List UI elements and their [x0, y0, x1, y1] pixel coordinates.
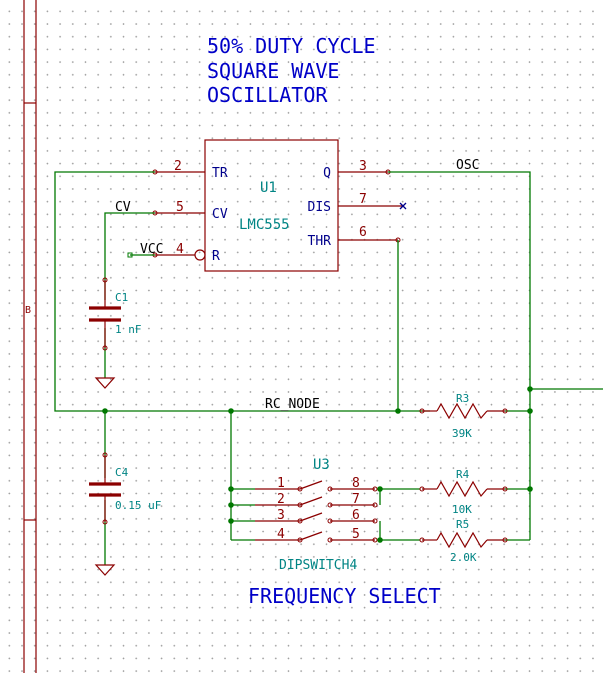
u3-pin-4: 4: [277, 527, 285, 542]
u1-reference: U1: [260, 180, 277, 196]
resistor-r4[interactable]: R4 10K: [419, 468, 508, 516]
u3-pin-5: 5: [352, 527, 360, 542]
c1-reference: C1: [115, 291, 128, 304]
u3-reference: U3: [313, 457, 330, 473]
u3-pin-1: 1: [277, 476, 285, 491]
title-line-2: SQUARE WAVE: [207, 59, 339, 83]
r5-reference: R5: [456, 518, 469, 531]
r4-value: 10K: [452, 503, 472, 516]
resistor-r5[interactable]: R5 2.0K: [419, 518, 508, 564]
u1-pin-tr-name: TR: [212, 166, 228, 181]
sheet-border: B: [23, 0, 37, 673]
net-label-osc: OSC: [456, 158, 479, 173]
capacitor-c4[interactable]: C4 0.15 uF: [89, 452, 161, 525]
title-line-3: OSCILLATOR: [207, 83, 328, 107]
u3-pin-6: 6: [352, 508, 360, 523]
u1-pin-dis-name: DIS: [308, 200, 331, 215]
r4-reference: R4: [456, 468, 470, 481]
capacitor-c1[interactable]: C1 1 nF: [89, 277, 142, 351]
c4-reference: C4: [115, 466, 129, 479]
frequency-select-label: FREQUENCY SELECT: [248, 584, 441, 608]
border-zone-label: B: [25, 305, 31, 316]
u3-pin-8: 8: [352, 476, 360, 491]
u3-pin-2: 2: [277, 492, 285, 507]
ground-symbol-c1: [94, 377, 116, 389]
junction-dots: [102, 252, 533, 543]
u3-pin-3: 3: [277, 508, 285, 523]
wires: [54, 171, 603, 565]
u1-pin-thr-name: THR: [308, 234, 332, 249]
title-line-1: 50% DUTY CYCLE: [207, 34, 376, 58]
u1-pin-6-number: 6: [359, 225, 367, 240]
no-connect-marker: [399, 202, 407, 210]
u1-pin-4-number: 4: [176, 242, 184, 257]
net-label-rc-node: RC_NODE: [265, 397, 320, 412]
u1-pin-5-number: 5: [176, 200, 184, 215]
u3-value: DIPSWITCH4: [279, 558, 357, 573]
u1-pin-cv-name: CV: [212, 207, 228, 222]
r3-reference: R3: [456, 392, 469, 405]
c4-value: 0.15 uF: [115, 499, 161, 512]
u1-pin-r-name: R: [212, 249, 220, 264]
net-label-vcc: VCC: [140, 242, 163, 257]
u1-pin-3-number: 3: [359, 159, 367, 174]
r3-value: 39K: [452, 427, 472, 440]
r5-value: 2.0K: [450, 551, 477, 564]
schematic-title: 50% DUTY CYCLE SQUARE WAVE OSCILLATOR: [207, 34, 376, 107]
u1-timer-ic[interactable]: 2 5 4 3 7 6 TR CV R Q DIS THR U1 LMC555: [152, 139, 403, 272]
net-label-cv: CV: [115, 200, 131, 215]
u3-dip-switch[interactable]: U3 DIPSWITCH4 1 2 3 4 8 7 6 5: [255, 457, 378, 573]
u1-pin-2-number: 2: [174, 159, 182, 174]
resistor-r3[interactable]: R3 39K: [419, 392, 508, 440]
c1-value: 1 nF: [115, 323, 142, 336]
ground-symbol-c4: [94, 564, 116, 576]
u1-pin-q-name: Q: [323, 166, 331, 181]
u1-pin-7-number: 7: [359, 192, 367, 207]
u1-value: LMC555: [239, 217, 290, 233]
u3-pin-7: 7: [352, 492, 360, 507]
